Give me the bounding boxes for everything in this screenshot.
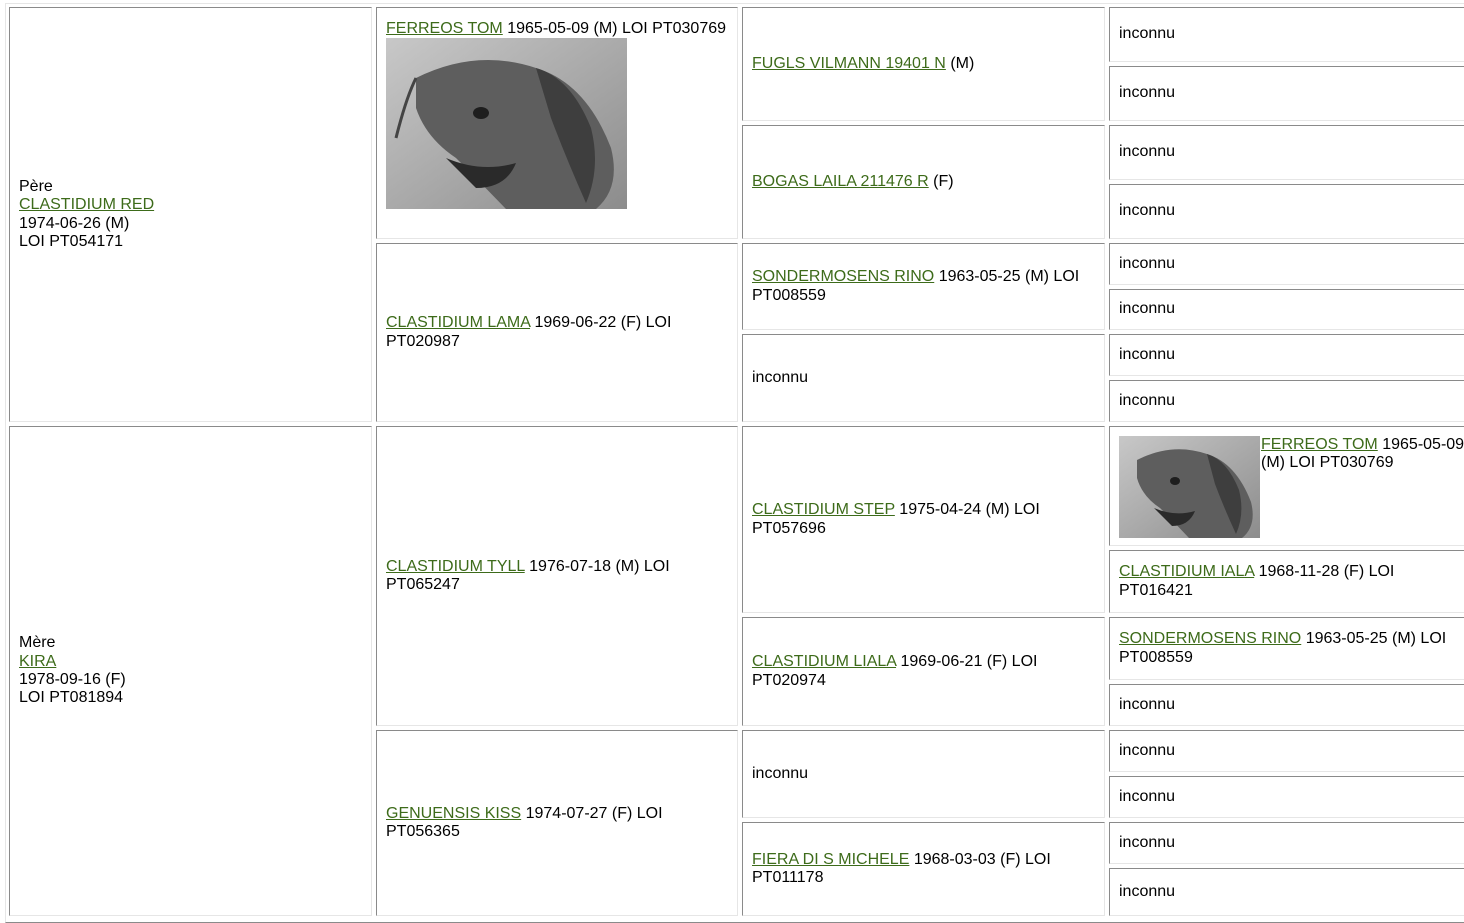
ggen4-unknown-14: inconnu: [1119, 787, 1176, 805]
ggen4-unknown-15: inconnu: [1119, 833, 1176, 851]
grandsire-maternal-cell: CLASTIDIUM TYLL 1976-07-18 (M) LOI PT065…: [376, 426, 738, 726]
ggen3-link-2[interactable]: BOGAS LAILA 211476 R: [752, 172, 929, 190]
ggen3-info-5: 1975-04-24 (M) LOI PT057696: [752, 501, 1040, 537]
ggen4-cell-3: inconnu: [1109, 125, 1464, 180]
ggen3-cell-2: BOGAS LAILA 211476 R (F): [742, 125, 1105, 239]
ggen4-cell-10: CLASTIDIUM IALA 1968-11-28 (F) LOI PT016…: [1109, 550, 1464, 613]
dog-head-photo: [1119, 436, 1260, 538]
ggen3-info-8: 1968-03-03 (F) LOI PT011178: [752, 850, 1051, 886]
ggen4-cell-9: FERREOS TOM 1965-05-09 (M) LOI PT030769: [1109, 426, 1464, 546]
ggen4-link-10[interactable]: CLASTIDIUM IALA: [1119, 563, 1255, 581]
ggen4-unknown-13: inconnu: [1119, 741, 1176, 759]
sire-reg: LOI PT054171: [19, 232, 124, 250]
ggen4-cell-14: inconnu: [1109, 776, 1464, 818]
grandsire-maternal-link[interactable]: CLASTIDIUM TYLL: [386, 557, 525, 575]
ggen4-unknown-7: inconnu: [1119, 345, 1176, 363]
granddam-maternal-cell: GENUENSIS KISS 1974-07-27 (F) LOI PT0563…: [376, 730, 738, 916]
ggen3-cell-3: SONDERMOSENS RINO 1963-05-25 (M) LOI PT0…: [742, 243, 1105, 330]
granddam-maternal-link[interactable]: GENUENSIS KISS: [386, 804, 522, 822]
ggen4-cell-1: inconnu: [1109, 7, 1464, 62]
sire-link[interactable]: CLASTIDIUM RED: [19, 196, 155, 214]
dam-role: Mère: [19, 634, 56, 652]
ggen4-info-11: 1963-05-25 (M) LOI PT008559: [1119, 630, 1447, 666]
ggen4-info-9: 1965-05-09 (M) LOI PT030769: [1261, 436, 1464, 472]
dam-reg: LOI PT081894: [19, 689, 124, 707]
dam-cell: Mère KIRA 1978-09-16 (F) LOI PT081894: [9, 426, 372, 916]
ggen3-info-1: (M): [950, 54, 975, 72]
ggen3-info-2: (F): [933, 172, 954, 190]
ggen4-unknown-1: inconnu: [1119, 25, 1176, 43]
sire-birth: 1974-06-26 (M): [19, 214, 130, 232]
ggen4-cell-5: inconnu: [1109, 243, 1464, 285]
granddam-paternal-cell: CLASTIDIUM LAMA 1969-06-22 (F) LOI PT020…: [376, 243, 738, 422]
ggen3-cell-8: FIERA DI S MICHELE 1968-03-03 (F) LOI PT…: [742, 822, 1105, 916]
ggen4-unknown-6: inconnu: [1119, 300, 1176, 318]
ggen4-cell-16: inconnu: [1109, 868, 1464, 916]
ggen4-cell-12: inconnu: [1109, 684, 1464, 726]
ggen3-info-6: 1969-06-21 (F) LOI PT020974: [752, 653, 1038, 689]
ggen3-unknown-7: inconnu: [752, 764, 809, 782]
ggen4-link-11[interactable]: SONDERMOSENS RINO: [1119, 630, 1302, 648]
ggen3-cell-1: FUGLS VILMANN 19401 N (M): [742, 7, 1105, 121]
ggen3-cell-6: CLASTIDIUM LIALA 1969-06-21 (F) LOI PT02…: [742, 617, 1105, 726]
grandsire-maternal-info: 1976-07-18 (M) LOI PT065247: [386, 557, 670, 593]
ggen4-cell-2: inconnu: [1109, 66, 1464, 121]
ggen4-unknown-4: inconnu: [1119, 202, 1176, 220]
granddam-maternal-info: 1974-07-27 (F) LOI PT056365: [386, 804, 663, 840]
grandsire-paternal-info: 1965-05-09 (M) LOI PT030769: [507, 20, 727, 37]
ggen3-link-5[interactable]: CLASTIDIUM STEP: [752, 501, 895, 519]
ggen4-cell-15: inconnu: [1109, 822, 1464, 864]
sire-cell: Père CLASTIDIUM RED 1974-06-26 (M) LOI P…: [9, 7, 372, 422]
ggen3-info-3: 1963-05-25 (M) LOI PT008559: [752, 268, 1080, 304]
ggen3-cell-5: CLASTIDIUM STEP 1975-04-24 (M) LOI PT057…: [742, 426, 1105, 613]
ggen4-unknown-5: inconnu: [1119, 254, 1176, 272]
dam-birth: 1978-09-16 (F): [19, 671, 126, 688]
sire-role: Père: [19, 177, 53, 195]
ggen4-unknown-8: inconnu: [1119, 391, 1176, 409]
dog-head-photo: [386, 38, 627, 210]
ggen4-unknown-12: inconnu: [1119, 695, 1176, 713]
ggen4-cell-11: SONDERMOSENS RINO 1963-05-25 (M) LOI PT0…: [1109, 617, 1464, 680]
ggen4-cell-7: inconnu: [1109, 334, 1464, 376]
ggen4-cell-8: inconnu: [1109, 380, 1464, 422]
ggen4-unknown-16: inconnu: [1119, 882, 1176, 900]
ggen3-cell-7: inconnu: [742, 730, 1105, 818]
ggen3-unknown-4: inconnu: [752, 368, 809, 386]
ggen4-cell-13: inconnu: [1109, 730, 1464, 772]
ggen4-cell-6: inconnu: [1109, 289, 1464, 330]
ggen4-unknown-3: inconnu: [1119, 143, 1176, 161]
ggen3-link-1[interactable]: FUGLS VILMANN 19401 N: [752, 54, 946, 72]
ggen3-link-3[interactable]: SONDERMOSENS RINO: [752, 268, 935, 286]
ggen3-link-6[interactable]: CLASTIDIUM LIALA: [752, 653, 897, 671]
dam-link[interactable]: KIRA: [19, 652, 57, 670]
grandsire-paternal-link[interactable]: FERREOS TOM: [386, 20, 503, 37]
ggen3-cell-4: inconnu: [742, 334, 1105, 422]
ggen3-link-8[interactable]: FIERA DI S MICHELE: [752, 850, 910, 868]
granddam-paternal-info: 1969-06-22 (F) LOI PT020987: [386, 314, 672, 350]
ggen4-link-9[interactable]: FERREOS TOM: [1261, 436, 1378, 453]
ggen4-unknown-2: inconnu: [1119, 84, 1176, 102]
ggen4-cell-4: inconnu: [1109, 184, 1464, 239]
grandsire-paternal-cell: FERREOS TOM 1965-05-09 (M) LOI PT030769: [376, 7, 738, 239]
granddam-paternal-link[interactable]: CLASTIDIUM LAMA: [386, 314, 531, 332]
ggen4-info-10: 1968-11-28 (F) LOI PT016421: [1119, 563, 1395, 599]
